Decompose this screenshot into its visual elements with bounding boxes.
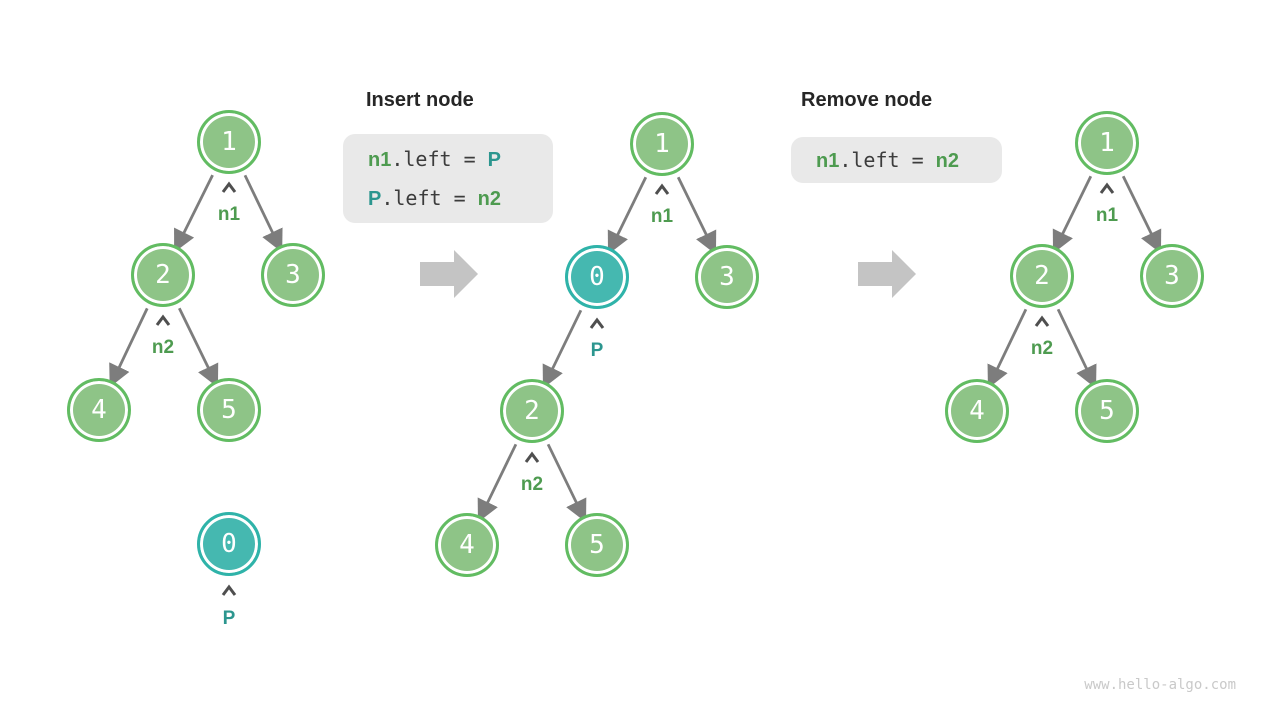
- remove-code-snippet: n1.left = n2: [791, 137, 1002, 183]
- tree-after-remove-node-3: 3: [1140, 244, 1204, 308]
- pointer-label-n1: n1: [1095, 205, 1119, 226]
- tree-edge: [178, 307, 219, 388]
- transform-arrow-icon: [858, 250, 916, 298]
- section-title-remove: Remove node: [801, 89, 933, 111]
- pointer-label-n1: n1: [650, 206, 674, 227]
- tree-after-remove-node-1: 1: [1075, 111, 1139, 175]
- tree-before-insert-node-3: 3: [261, 243, 325, 307]
- watermark: www.hello-algo.com: [1084, 677, 1236, 693]
- pointer-caret-icon: [221, 584, 237, 596]
- tree-edge: [1052, 175, 1093, 254]
- code-token: .left =: [391, 146, 488, 171]
- pointer-label-p: P: [222, 608, 236, 629]
- pointer-caret-icon: [155, 314, 171, 326]
- tree-edge: [1056, 308, 1097, 389]
- tree-edge: [1121, 175, 1162, 254]
- code-token: n2: [935, 149, 960, 172]
- code-token: P: [487, 148, 502, 171]
- pointer-label-n1: n1: [217, 204, 241, 225]
- tree-edge: [174, 174, 214, 253]
- pointer-label-n2: n2: [520, 474, 544, 495]
- tree-after-remove-node-4: 4: [945, 379, 1009, 443]
- code-token: n1: [816, 149, 840, 172]
- tree-edge: [542, 309, 583, 389]
- pointer-caret-icon: [589, 317, 605, 329]
- pointer-caret-icon: [221, 181, 237, 193]
- tree-edge: [607, 176, 648, 255]
- code-line: P.left = n2: [368, 179, 553, 218]
- tree-edge: [243, 174, 283, 253]
- transform-arrow-icon: [420, 250, 478, 298]
- pointer-label-n2: n2: [151, 337, 175, 358]
- code-line: n1.left = n2: [816, 141, 1002, 180]
- tree-before-insert-node-0: 0: [197, 512, 261, 576]
- tree-after-insert-node-5: 5: [565, 513, 629, 577]
- tree-after-remove-node-2: 2: [1010, 244, 1074, 308]
- pointer-label-n2: n2: [1030, 338, 1054, 359]
- tree-edge: [987, 308, 1028, 389]
- code-token: n1: [368, 148, 392, 171]
- tree-before-insert-node-1: 1: [197, 110, 261, 174]
- tree-before-insert-node-5: 5: [197, 378, 261, 442]
- tree-after-insert-node-1: 1: [630, 112, 694, 176]
- code-token: P: [368, 187, 382, 210]
- code-token: n2: [477, 187, 502, 210]
- code-token: .left =: [839, 147, 936, 172]
- code-token: .left =: [381, 185, 478, 210]
- tree-before-insert-node-2: 2: [131, 243, 195, 307]
- tree-after-insert-node-2: 2: [500, 379, 564, 443]
- tree-after-insert-node-3: 3: [695, 245, 759, 309]
- pointer-caret-icon: [654, 183, 670, 195]
- pointer-label-p: P: [590, 340, 604, 361]
- tree-after-remove-node-5: 5: [1075, 379, 1139, 443]
- tree-edge: [546, 443, 587, 523]
- tree-edge: [109, 307, 149, 388]
- section-title-insert: Insert node: [366, 89, 474, 111]
- tree-edge: [676, 176, 717, 255]
- tree-before-insert-node-4: 4: [67, 378, 131, 442]
- tree-after-insert-node-4: 4: [435, 513, 499, 577]
- code-line: n1.left = P: [368, 140, 553, 179]
- tree-edge: [477, 443, 518, 523]
- pointer-caret-icon: [524, 451, 540, 463]
- tree-after-insert-node-0: 0: [565, 245, 629, 309]
- pointer-caret-icon: [1034, 315, 1050, 327]
- pointer-caret-icon: [1099, 182, 1115, 194]
